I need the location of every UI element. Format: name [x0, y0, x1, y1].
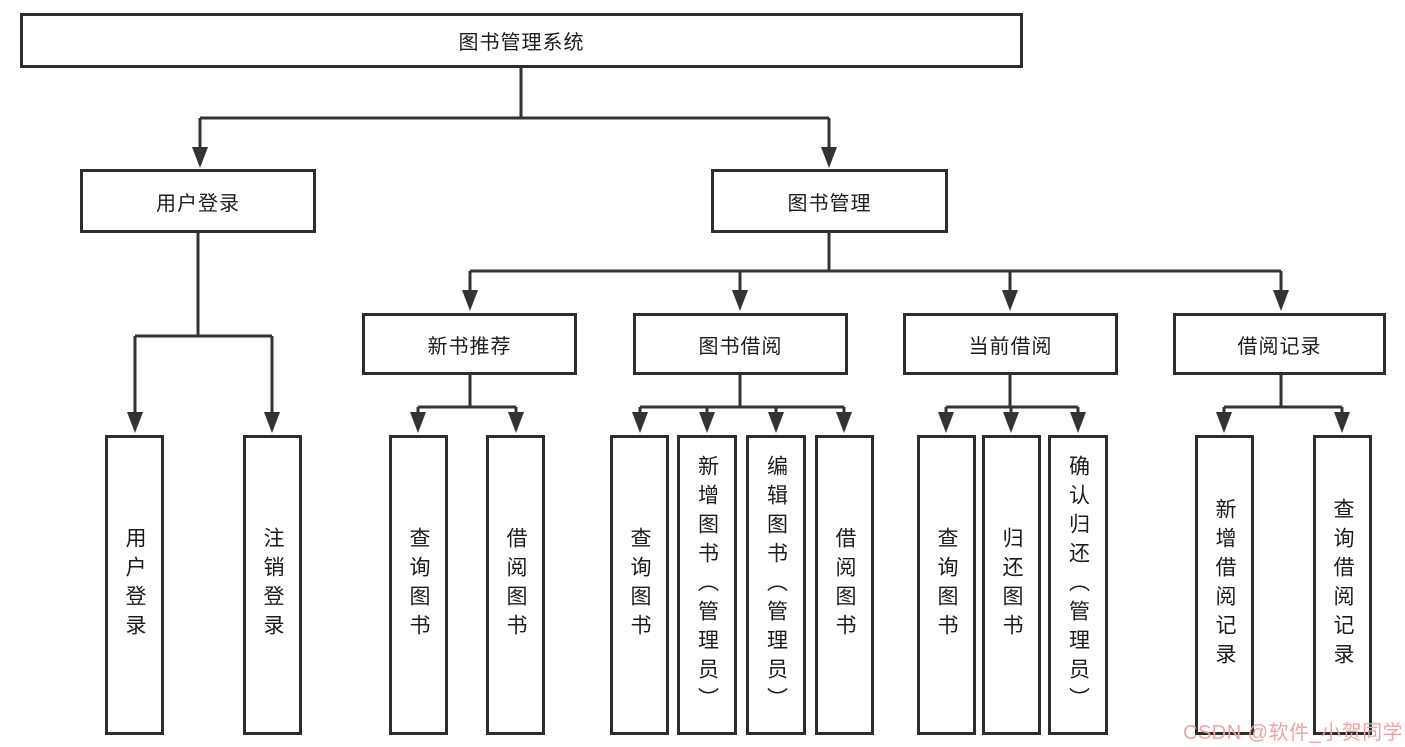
leaf-nb-borrow-books-label: 借阅图书 — [504, 527, 527, 643]
leaf-user-login: 用户登录 — [105, 435, 164, 735]
leaf-br-query-record: 查询借阅记录 — [1313, 435, 1372, 735]
leaf-user-login-label: 用户登录 — [123, 527, 146, 643]
leaf-br-query-record-label: 查询借阅记录 — [1331, 498, 1354, 672]
arrowhead-icon — [410, 412, 426, 433]
connector-root-level2 — [198, 67, 831, 150]
node-borrow-record-label: 借阅记录 — [1237, 335, 1322, 358]
node-user-login: 用户登录 — [80, 169, 316, 233]
node-book-borrow: 图书借阅 — [633, 313, 848, 375]
node-new-book-label: 新书推荐 — [427, 335, 512, 358]
connector-borrowrecord-leaves — [1222, 375, 1344, 415]
leaf-bb-add-books-admin-label: 新增图书（管理员） — [695, 454, 719, 716]
leaf-cb-return-books: 归还图书 — [982, 435, 1041, 735]
connector-bookborrow-leaves — [638, 375, 846, 415]
connector-userlogin-leaves — [133, 233, 274, 414]
arrowhead-icon — [1003, 412, 1019, 433]
arrowhead-icon — [632, 412, 648, 433]
connector-newbook-leaves — [416, 375, 518, 415]
arrowhead-icon — [264, 412, 280, 433]
arrowhead-icon — [1273, 290, 1289, 311]
node-current-borrow-label: 当前借阅 — [968, 335, 1053, 358]
leaf-br-add-record: 新增借阅记录 — [1195, 435, 1254, 735]
arrowhead-icon — [1002, 290, 1018, 311]
node-book-borrow-label: 图书借阅 — [698, 335, 783, 358]
leaf-bb-edit-books-admin-label: 编辑图书（管理员） — [764, 454, 788, 716]
arrowhead-icon — [127, 412, 143, 433]
leaf-cb-confirm-return-admin-label: 确认归还（管理员） — [1066, 454, 1090, 716]
node-new-book: 新书推荐 — [362, 313, 577, 375]
connector-bookmgmt-level3 — [468, 233, 1283, 292]
leaf-nb-query-books-label: 查询图书 — [407, 527, 430, 643]
node-current-borrow: 当前借阅 — [903, 313, 1118, 375]
arrowhead-icon — [821, 147, 837, 168]
arrowhead-icon — [192, 147, 208, 168]
arrowhead-icon — [699, 412, 715, 433]
arrowhead-icon — [1216, 412, 1232, 433]
node-book-mgmt: 图书管理 — [711, 169, 948, 233]
leaf-nb-query-books: 查询图书 — [389, 435, 448, 735]
leaf-logout-label: 注销登录 — [261, 527, 284, 643]
arrowhead-icon — [1070, 412, 1086, 433]
node-borrow-record: 借阅记录 — [1173, 313, 1386, 375]
leaf-bb-query-books-label: 查询图书 — [628, 527, 651, 643]
leaf-cb-query-books-label: 查询图书 — [935, 527, 958, 643]
node-user-login-label: 用户登录 — [156, 192, 240, 215]
node-book-mgmt-label: 图书管理 — [787, 192, 872, 215]
leaf-cb-confirm-return-admin: 确认归还（管理员） — [1048, 435, 1108, 735]
leaf-bb-borrow-books: 借阅图书 — [815, 435, 874, 735]
leaf-nb-borrow-books: 借阅图书 — [486, 435, 545, 735]
leaf-logout: 注销登录 — [243, 435, 302, 735]
arrowhead-icon — [462, 290, 478, 311]
csdn-watermark: CSDN @软件_小贺同学 — [1183, 722, 1404, 744]
leaf-cb-query-books: 查询图书 — [917, 435, 976, 735]
leaf-bb-add-books-admin: 新增图书（管理员） — [677, 435, 737, 735]
arrowhead-icon — [508, 412, 524, 433]
arrowhead-icon — [836, 412, 852, 433]
node-root: 图书管理系统 — [20, 13, 1023, 68]
arrowhead-icon — [732, 290, 748, 311]
node-root-label: 图书管理系统 — [458, 32, 585, 54]
leaf-br-add-record-label: 新增借阅记录 — [1213, 498, 1236, 672]
leaf-bb-query-books: 查询图书 — [610, 435, 669, 735]
leaf-cb-return-books-label: 归还图书 — [1000, 527, 1023, 643]
leaf-bb-edit-books-admin: 编辑图书（管理员） — [746, 435, 806, 735]
arrowhead-icon — [768, 412, 784, 433]
leaf-bb-borrow-books-label: 借阅图书 — [833, 527, 856, 643]
connector-currentborrow-leaves — [944, 375, 1080, 415]
arrowhead-icon — [938, 412, 954, 433]
arrowhead-icon — [1334, 412, 1350, 433]
